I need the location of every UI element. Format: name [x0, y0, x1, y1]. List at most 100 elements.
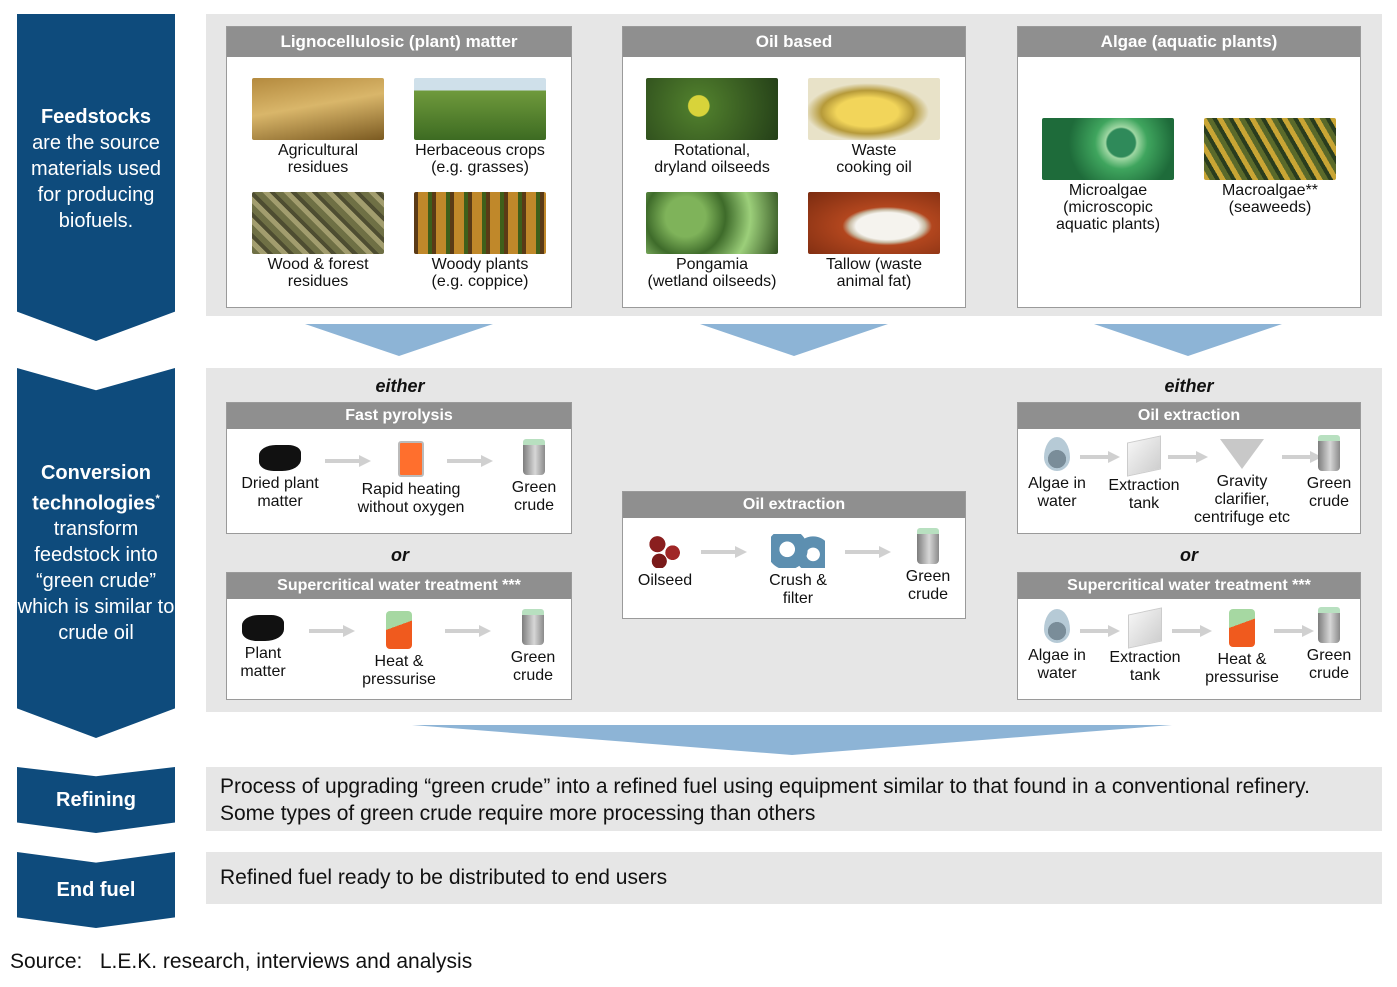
box-header: Oil extraction [623, 492, 965, 518]
process-step: Heat & pressurise [1194, 609, 1290, 687]
stage-description: are the source materials used for produc… [30, 131, 162, 232]
feed-label: Waste [851, 142, 897, 159]
refining-description: Some types of green crude require more p… [220, 802, 816, 825]
arrow-right-icon [447, 455, 493, 467]
fast-pyrolysis-box: Fast pyrolysis Dried plant matter Rapid … [226, 402, 572, 534]
plant-matter-icon [259, 445, 301, 471]
arrow-right-icon [845, 546, 891, 558]
box-header: Fast pyrolysis [227, 403, 571, 429]
pongamia-photo-icon [646, 192, 778, 254]
green-crude-barrel-icon [522, 609, 544, 645]
down-arrow-icon [305, 324, 493, 356]
refining-description: Process of upgrading “green crude” into … [220, 775, 1310, 798]
feed-label: (wetland oilseeds) [647, 273, 777, 290]
feed-label: Wood & forest [267, 256, 369, 273]
process-step: Oilseed [629, 534, 701, 590]
or-label: or [1180, 545, 1198, 565]
stage-refining-chevron: Refining [17, 767, 175, 833]
either-label: either [375, 376, 425, 396]
feed-item: Waste cooking oil [799, 78, 949, 176]
arrow-right-icon [445, 625, 491, 637]
process-step: Green crude [1298, 607, 1360, 683]
stage-description: transform feedstock into “green crude” w… [17, 518, 175, 645]
either-label: either [1164, 376, 1214, 396]
algae-water-drop-icon [1044, 609, 1070, 643]
heating-jar-icon [398, 441, 424, 477]
pressure-vessel-icon [386, 611, 412, 649]
feed-item: Agricultural residues [243, 78, 393, 176]
process-step: Green crude [497, 609, 569, 685]
process-step: Rapid heating without oxygen [347, 441, 475, 517]
stage-title: Refining [56, 789, 136, 811]
green-crude-barrel-icon [917, 528, 939, 564]
box-header: Oil based [623, 27, 965, 57]
ligno-box: Lignocellulosic (plant) matter Agricultu… [226, 26, 572, 308]
stage-title: Conversion technologies* [32, 461, 160, 515]
wood-chips-photo-icon [252, 192, 384, 254]
forest-photo-icon [414, 192, 546, 254]
oil-extraction-right-box: Oil extraction Algae in water Extraction… [1017, 402, 1361, 534]
green-crude-barrel-icon [1318, 435, 1340, 471]
stage-title: End fuel [56, 879, 136, 901]
arrow-right-icon [1172, 625, 1212, 637]
oilseed-plant-photo-icon [646, 78, 778, 140]
feed-label: animal fat) [836, 273, 912, 290]
cooking-oil-photo-icon [808, 78, 940, 140]
feed-label: residues [287, 273, 349, 290]
feed-label: Rotational, [673, 142, 751, 159]
process-step: Dried plant matter [231, 445, 329, 511]
process-step: Algae in water [1018, 437, 1096, 511]
process-step: Extraction tank [1102, 435, 1186, 513]
process-step: Green crude [891, 528, 965, 604]
down-arrow-icon [700, 324, 888, 356]
arrow-right-icon [325, 455, 371, 467]
down-arrow-icon [1094, 324, 1282, 356]
feed-item: Woody plants (e.g. coppice) [405, 192, 555, 290]
algae-water-drop-icon [1044, 437, 1070, 471]
or-label: or [391, 545, 409, 565]
feed-label: Woody plants [431, 256, 529, 273]
feed-item: Tallow (waste animal fat) [799, 192, 949, 290]
refining-band: Process of upgrading “green crude” into … [206, 767, 1382, 831]
extraction-tank-icon [1127, 435, 1161, 477]
feed-label: (e.g. grasses) [431, 159, 529, 176]
process-step: Extraction tank [1102, 607, 1188, 685]
process-step: Green crude [499, 439, 569, 515]
end-fuel-band: Refined fuel ready to be distributed to … [206, 852, 1382, 904]
box-header: Supercritical water treatment *** [227, 573, 571, 599]
converge-arrow-icon [412, 725, 1172, 755]
arrow-right-icon [1080, 625, 1120, 637]
feed-label: (seaweeds) [1228, 199, 1312, 216]
gears-icon [771, 534, 825, 568]
oil-extraction-middle-box: Oil extraction Oilseed Crush & filter Gr… [622, 491, 966, 619]
box-header: Oil extraction [1018, 403, 1360, 429]
feed-label: dryland oilseeds [654, 159, 770, 176]
arrow-right-icon [1274, 625, 1314, 637]
extraction-tank-icon [1128, 607, 1162, 649]
feed-label: Herbaceous crops [415, 142, 545, 159]
process-step: Algae in water [1018, 609, 1096, 683]
stage-feedstocks-chevron: Feedstocks are the source materials used… [17, 14, 175, 341]
feed-label: Microalgae [1068, 182, 1148, 199]
feed-item: Microalgae (microscopic aquatic plants) [1033, 118, 1183, 233]
seaweed-photo-icon [1204, 118, 1336, 180]
process-step: Green crude [1298, 435, 1360, 511]
feed-item: Herbaceous crops (e.g. grasses) [405, 78, 555, 176]
supercritical-left-box: Supercritical water treatment *** Plant … [226, 572, 572, 700]
feed-label: Agricultural [277, 142, 359, 159]
feed-label: (microscopic [1063, 199, 1153, 216]
algae-box: Algae (aquatic plants) Microalgae (micro… [1017, 26, 1361, 308]
process-step: Heat & pressurise [349, 611, 449, 689]
green-crude-barrel-icon [1318, 607, 1340, 643]
source-note: Source: L.E.K. research, interviews and … [10, 950, 473, 973]
box-header: Supercritical water treatment *** [1018, 573, 1360, 599]
end-fuel-description: Refined fuel ready to be distributed to … [220, 866, 668, 889]
feed-label: Macroalgae** [1221, 182, 1319, 199]
feed-label: Tallow (waste [825, 256, 923, 273]
box-header: Algae (aquatic plants) [1018, 27, 1360, 57]
feed-label: (e.g. coppice) [431, 273, 529, 290]
arrow-right-icon [701, 546, 747, 558]
grass-photo-icon [414, 78, 546, 140]
stage-end-fuel-chevron: End fuel [17, 852, 175, 928]
feed-label: residues [287, 159, 349, 176]
